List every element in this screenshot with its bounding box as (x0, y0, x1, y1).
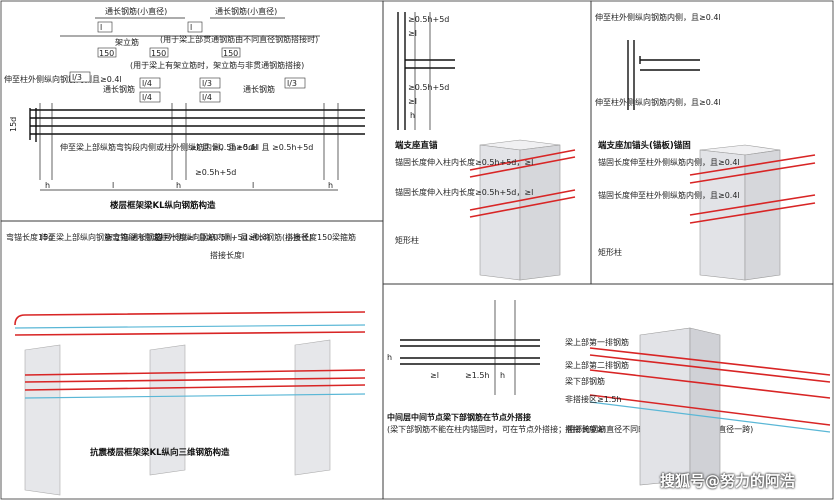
mn-l1: 梁上部第一排钢筋 (565, 337, 629, 347)
kl-ln-1: l (112, 181, 114, 190)
kl-dim-150c: 150 (223, 49, 238, 58)
kl-rack-label: 架立筋 (115, 37, 139, 47)
ea-dim-4: ≥l (408, 97, 417, 106)
kl-anchor-3: ≥0.5h+5d (195, 168, 236, 177)
sei-rack: 架立筋 (105, 232, 129, 242)
ea-note-2: 锚固长度伸入柱内长度≥0.5h+5d，≥l (395, 187, 533, 197)
sei-hook: 弯锚长度15d (6, 232, 53, 242)
kl-ll-1: l (100, 23, 102, 32)
ea-caption: 端支座直锚 (395, 140, 438, 151)
panel-mid-node: h ≥l ≥1.5h h 中间层中间节点梁下部钢筋在节点外搭接 (梁下部钢筋不能… (387, 300, 831, 486)
kl-frac-ln3: l/3 (72, 73, 82, 82)
ea-dim-3: ≥0.5h+5d (408, 83, 449, 92)
kl-ln-2: l (252, 181, 254, 190)
kl-ll-2: l (190, 23, 192, 32)
panel-kl-frame (0, 0, 384, 222)
panel-end-anchor: ≥0.5h+5d ≥l ≥0.5h+5d ≥l h 端支座直锚 锚固长度伸入柱内… (395, 12, 576, 281)
kl-note-1: (用于梁上部贯通钢筋由不同直径钢筋搭接时) (160, 34, 318, 44)
mn-l3: 梁下部钢筋 (565, 376, 605, 386)
kl-top-small-2: 通长钢筋(小直径) (215, 6, 277, 16)
kl-frac-ln4c: l/4 (202, 93, 212, 102)
kl-frac-ln3b: l/3 (202, 79, 212, 88)
ha-top-note: 伸至柱外侧纵向钢筋内侧，且≥0.4l (595, 12, 721, 22)
sei-anchor: 锚固长度≥l 且≥0.5h+5d (155, 232, 248, 242)
sei-lap150: 搭接长度150 (285, 232, 332, 242)
ha-mid-note: 伸至柱外侧纵向钢筋内侧，且≥0.4l (595, 97, 721, 107)
kl-caption: 楼层框架梁KL纵向钢筋构造 (110, 200, 216, 211)
mn-hc: h (500, 371, 505, 380)
kl-frac-ln3c: l/3 (287, 79, 297, 88)
kl-cont-1: 通长钢筋 (103, 84, 135, 94)
sei-extend: 伸至梁上部纵向钢筋弯钩段内侧或柱外侧纵向钢筋内侧，且≥0.4l (40, 232, 270, 242)
watermark: 搜狐号@努力的阿浩 (660, 472, 796, 490)
ea-note-1: 锚固长度伸入柱内长度≥0.5h+5d，≥l (395, 157, 533, 167)
kl-hc-1: h (45, 181, 50, 190)
sei-stirrup: 梁箍筋 (332, 232, 356, 242)
panel-mid-node-frame (382, 283, 834, 500)
kl-frac-ln4b: l/4 (142, 93, 152, 102)
mn-d1: ≥l (430, 371, 439, 380)
ea-col: 矩形柱 (395, 235, 419, 245)
kl-cont-2: 通长钢筋 (243, 84, 275, 94)
panel-kl: 通长钢筋(小直径) 通长钢筋(小直径) l l 架立筋 150 150 150 … (4, 6, 365, 211)
ea-hc: h (410, 111, 415, 120)
sei-lap: 搭接长度l (210, 250, 244, 260)
kl-hc-2: h (176, 181, 181, 190)
ea-dim-1: ≥0.5h+5d (408, 15, 449, 24)
ha-note-1: 锚固长度伸至柱外侧纵筋内侧，且≥0.4l (598, 157, 740, 167)
ha-caption: 端支座加锚头(锚板)锚固 (598, 140, 691, 151)
kl-15d: 15d (9, 117, 18, 132)
kl-bottom-note: 伸至梁上部纵筋弯钩段内侧或柱外侧纵筋内侧，且≥0.4l (60, 142, 258, 152)
mn-caption: 中间层中间节点梁下部钢筋在节点外搭接 (387, 412, 531, 422)
sei-caption: 抗震楼层框架梁KL纵向三维钢筋构造 (90, 447, 230, 458)
mn-caption-note: (梁下部钢筋不能在柱内锚固时，可在节点外搭接；相邻跨钢筋直径不同时，搭接位置位于… (387, 424, 753, 434)
kl-note-2: (用于梁上有架立筋时，架立筋与非贯通钢筋搭接) (130, 60, 304, 70)
panel-head-anchor: 伸至柱外侧纵向钢筋内侧，且≥0.4l 伸至柱外侧纵向钢筋内侧，且≥0.4l 端支… (595, 12, 816, 281)
ha-note-2: 锚固长度伸至柱外侧纵筋内侧，且≥0.4l (598, 190, 740, 200)
mn-l4: 非搭接区≥1.5h (565, 394, 622, 404)
mn-d2: ≥1.5h (465, 371, 490, 380)
kl-top-small-1: 通长钢筋(小直径) (105, 6, 167, 16)
mn-hb: h (387, 353, 392, 362)
sei-cont: 通长钢筋 (130, 232, 162, 242)
sei-cont2: 通长钢筋(小直径) (250, 232, 312, 242)
panel-seismic: 弯锚长度15d 伸至梁上部纵向钢筋弯钩段内侧或柱外侧纵向钢筋内侧，且≥0.4l … (6, 232, 366, 496)
kl-left-side: 伸至柱外侧纵向钢筋内侧且≥0.4l (4, 74, 122, 84)
kl-anchor-1: ≥l 且 ≥0.5h+5d (190, 143, 253, 152)
kl-dim-150a: 150 (99, 49, 114, 58)
kl-hc-3: h (328, 181, 333, 190)
mn-l2: 梁上部第二排钢筋 (565, 360, 629, 370)
mn-l5: 搭接长度≥l (565, 424, 606, 434)
kl-anchor-2: ≥l 且 ≥0.5h+5d (250, 143, 313, 152)
kl-dim-150b: 150 (151, 49, 166, 58)
ea-dim-2: ≥l (408, 29, 417, 38)
ha-col: 矩形柱 (598, 247, 622, 257)
kl-frac-ln4a: l/4 (142, 79, 152, 88)
